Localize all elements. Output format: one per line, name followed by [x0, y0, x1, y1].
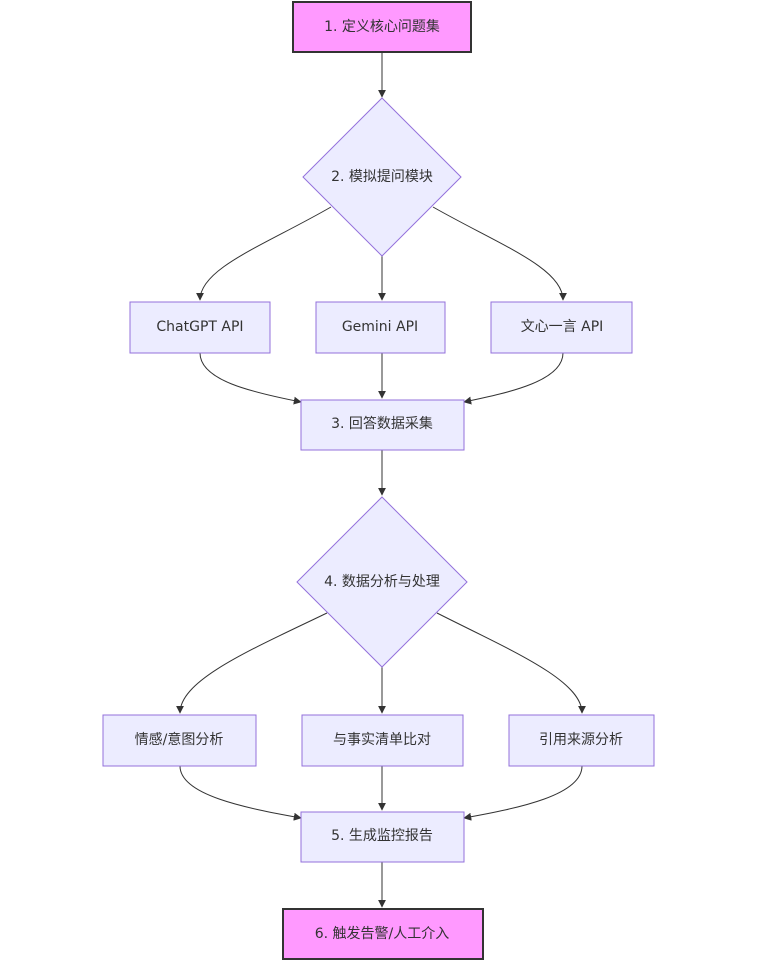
edge-n4-to-sentiment: [176, 612, 328, 714]
node-define-question-set-label: 1. 定义核心问题集: [324, 18, 440, 35]
node-simulated-query-module-label: 2. 模拟提问模块: [331, 169, 433, 185]
edge-n2-to-wenxin: [432, 206, 567, 301]
node-wenxin-api-label: 文心一言 API: [521, 319, 604, 335]
edge-chatgpt-to-n3: [199, 352, 302, 405]
nodes-layer: 1. 定义核心问题集 2. 模拟提问模块 ChatGPT API Gemini …: [102, 1, 655, 960]
node-generate-monitoring-report[interactable]: 5. 生成监控报告: [300, 811, 465, 863]
node-citation-source-analysis-label: 引用来源分析: [539, 732, 623, 748]
edge-n4-to-citation: [436, 612, 586, 714]
node-trigger-alert-manual-intervention-label: 6. 触发告警/人工介入: [315, 926, 450, 942]
edge-citation-to-n5: [463, 765, 583, 821]
node-data-analysis-processing[interactable]: 4. 数据分析与处理: [296, 496, 468, 668]
node-answer-data-collection-label: 3. 回答数据采集: [331, 415, 433, 432]
edge-wenxin-to-n3: [463, 352, 564, 405]
edge-sentiment-to-n5: [179, 765, 302, 821]
node-chatgpt-api-label: ChatGPT API: [156, 319, 243, 335]
node-gemini-api[interactable]: Gemini API: [315, 301, 446, 354]
node-sentiment-intent-analysis[interactable]: 情感/意图分析: [102, 714, 257, 767]
node-trigger-alert-manual-intervention[interactable]: 6. 触发告警/人工介入: [282, 908, 484, 960]
node-answer-data-collection[interactable]: 3. 回答数据采集: [300, 399, 465, 451]
node-chatgpt-api[interactable]: ChatGPT API: [129, 301, 271, 354]
node-define-question-set[interactable]: 1. 定义核心问题集: [292, 1, 472, 53]
node-data-analysis-processing-label: 4. 数据分析与处理: [324, 574, 440, 590]
node-gemini-api-label: Gemini API: [342, 319, 418, 335]
node-fact-list-comparison-label: 与事实清单比对: [333, 732, 431, 748]
node-citation-source-analysis[interactable]: 引用来源分析: [508, 714, 655, 767]
node-sentiment-intent-analysis-label: 情感/意图分析: [135, 731, 224, 748]
node-simulated-query-module[interactable]: 2. 模拟提问模块: [302, 97, 462, 257]
node-wenxin-api[interactable]: 文心一言 API: [490, 301, 633, 354]
node-generate-monitoring-report-label: 5. 生成监控报告: [331, 828, 433, 844]
edges-layer: [176, 52, 586, 908]
edge-n2-to-chatgpt: [196, 206, 332, 301]
node-fact-list-comparison[interactable]: 与事实清单比对: [301, 714, 464, 767]
